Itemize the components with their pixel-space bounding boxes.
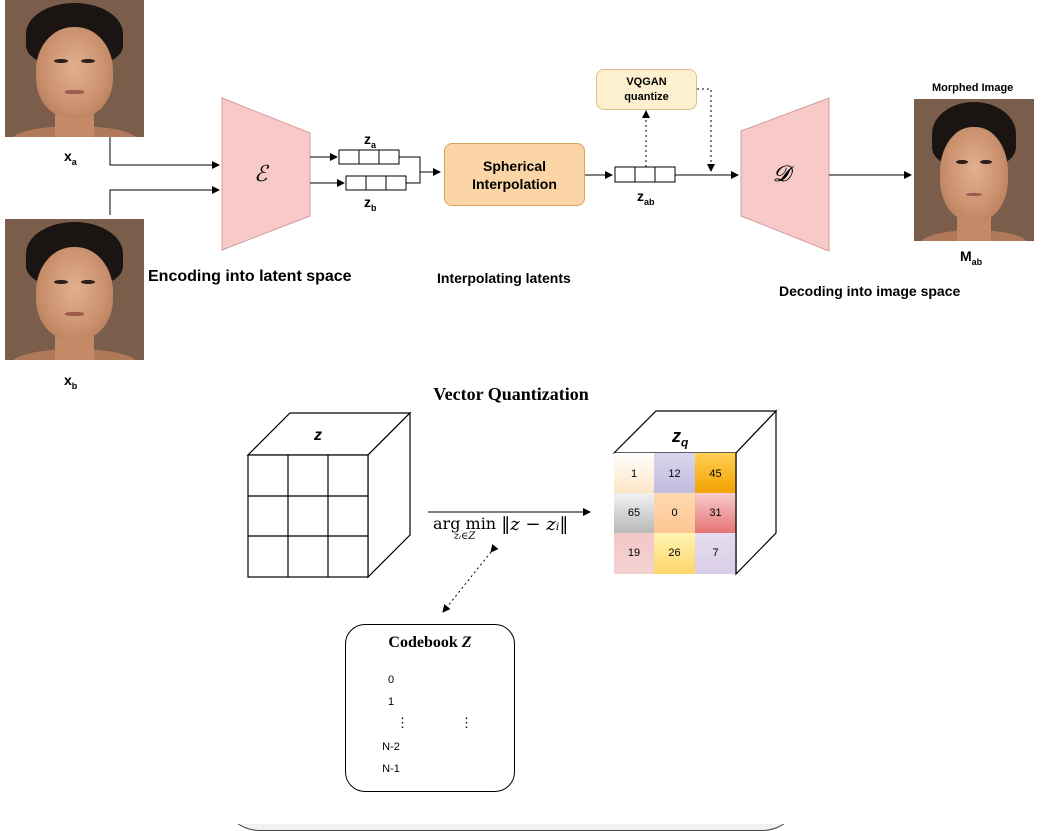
label-xa: xa [64, 148, 77, 167]
label-zab: zab [637, 188, 655, 207]
label-zb: zb [364, 194, 377, 213]
input-image-b [5, 219, 144, 360]
z-cube [246, 411, 412, 579]
zab-vector [614, 166, 676, 183]
norm-expression: ‖z − zᵢ‖ [501, 514, 569, 535]
codebook-index: N-2 [382, 741, 400, 753]
codebook-ellipsis: ⋮ [460, 715, 473, 730]
decoder-trapezoid [740, 97, 830, 252]
label-mab: Mab [960, 248, 983, 267]
zb-vector [345, 175, 407, 191]
zq-cell: 19 [627, 547, 641, 559]
codebook-index: N-1 [382, 763, 400, 775]
interpolating-caption: Interpolating latents [437, 270, 571, 286]
zq-cell: 12 [668, 468, 681, 480]
codebook-index: 1 [387, 696, 395, 708]
zq-cell: 1 [630, 468, 638, 480]
encoder-symbol: ℰ [254, 162, 268, 187]
codebook-link [442, 544, 499, 613]
wire-xb-encoder [109, 186, 220, 215]
zq-cube [612, 409, 778, 576]
wire-zb-slerp [406, 172, 421, 184]
argmin-operator: arg min [433, 514, 497, 533]
argmin-formula: arg min zᵢ∈Z ‖z − zᵢ‖ [433, 514, 568, 542]
zq-cell: 65 [627, 507, 641, 519]
codebook-panel [345, 624, 515, 792]
zq-cell: 0 [671, 507, 678, 519]
vector-quantization-title: Vector Quantization [433, 384, 589, 404]
wire-xa-encoder [109, 137, 220, 169]
za-vector [338, 149, 400, 165]
zq-cell: 31 [709, 507, 722, 519]
decoder-symbol: 𝓓 [773, 162, 790, 187]
encoder-trapezoid [221, 97, 311, 251]
zq-cell: 45 [709, 468, 722, 480]
encoding-caption: Encoding into latent space [148, 268, 352, 285]
argmin-subscript: zᵢ∈Z [453, 531, 476, 542]
label-xb: xb [64, 372, 78, 391]
codebook-ellipsis: ⋮ [396, 715, 409, 730]
codebook-index: 0 [387, 674, 395, 686]
zq-cell: 7 [712, 547, 719, 559]
z-cube-label: z [314, 427, 322, 444]
zq-cell: 26 [668, 547, 681, 559]
wire-vqgan-decoder [697, 88, 715, 172]
wire-za-slerp [399, 156, 441, 176]
input-image-a [5, 0, 144, 137]
codebook-title: Codebook Z [388, 634, 472, 651]
morphed-image [914, 99, 1034, 241]
morphed-image-title: Morphed Image [932, 82, 1014, 94]
zq-cube-label: zq [672, 426, 689, 450]
label-za: za [364, 131, 377, 150]
decoding-caption: Decoding into image space [779, 283, 961, 299]
